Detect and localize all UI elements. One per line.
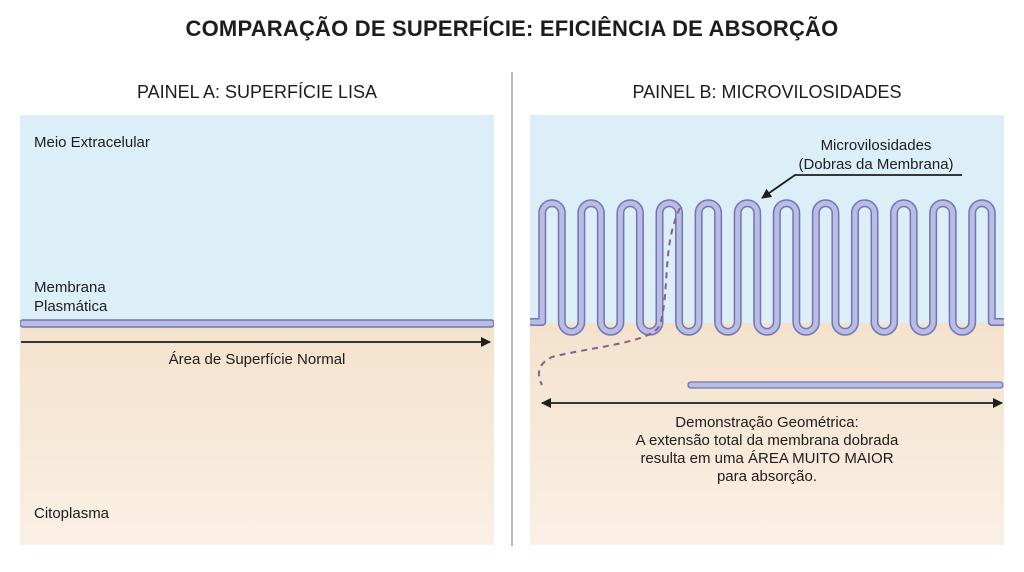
extracellular-region-b xyxy=(530,115,1004,323)
extracellular-region xyxy=(20,115,494,323)
panel-a-diagram xyxy=(20,115,494,545)
membrane-label-line2: Plasmática xyxy=(34,298,108,315)
callout-pointer xyxy=(761,174,962,199)
membrane-label-line1: Membrana xyxy=(34,279,106,296)
cytoplasm-region-b xyxy=(530,323,1004,545)
unfolded-membrane-dashed-path xyxy=(537,207,681,386)
panel-b-diagram xyxy=(530,115,1004,545)
extracellular-label: Meio Extracelular xyxy=(34,134,150,151)
normal-surface-label: Área de Superfície Normal xyxy=(168,351,346,368)
unfolded-membrane-bar xyxy=(687,381,1004,389)
panel-divider xyxy=(511,72,513,546)
caption-line4: para absorção. xyxy=(716,468,818,485)
caption-line1: Demonstração Geométrica: xyxy=(675,414,859,431)
panel-b-title: PAINEL B: MICROVILOSIDADES xyxy=(632,82,902,102)
diagram-title: COMPARAÇÃO DE SUPERFÍCIE: EFICIÊNCIA DE … xyxy=(185,16,839,41)
caption-line3: resulta em uma ÁREA MUITO MAIOR xyxy=(640,450,894,467)
flat-membrane xyxy=(20,319,494,328)
cytoplasm-label: Citoplasma xyxy=(34,505,110,522)
microvilli-membrane-fill xyxy=(530,200,1004,335)
microvilli-callout-line1: Microvilosidades xyxy=(820,137,932,154)
caption-line2: A extensão total da membrana dobrada xyxy=(635,432,899,449)
microvilli-membrane xyxy=(530,199,1004,336)
panel-a-title: PAINEL A: SUPERFÍCIE LISA xyxy=(136,82,378,102)
cytoplasm-region xyxy=(20,323,494,545)
microvilli-callout-line2: (Dobras da Membrana) xyxy=(798,156,954,173)
